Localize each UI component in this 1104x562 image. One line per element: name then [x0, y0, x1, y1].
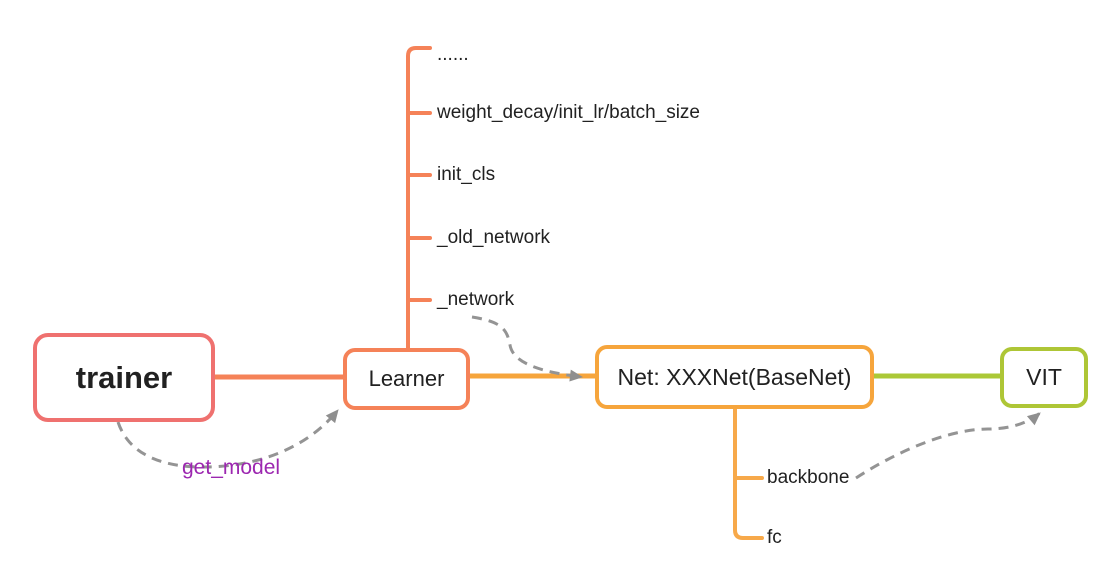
net-child-fc[interactable]: fc	[767, 527, 782, 548]
relation-label-get-model[interactable]: get_model	[182, 456, 281, 479]
learner-children-branch	[406, 46, 432, 350]
learner-child-old-network[interactable]: _old_network	[437, 227, 551, 248]
learner-child-network[interactable]: _network	[437, 289, 515, 310]
node-net[interactable]: Net: XXXNet(BaseNet)	[595, 345, 874, 409]
learner-child-init-cls[interactable]: init_cls	[437, 164, 496, 185]
node-vit[interactable]: VIT	[1000, 347, 1088, 408]
node-trainer[interactable]: trainer	[33, 333, 215, 422]
node-learner[interactable]: Learner	[343, 348, 470, 410]
net-child-backbone[interactable]: backbone	[767, 467, 850, 488]
learner-child-weight-decay[interactable]: weight_decay/init_lr/batch_size	[437, 102, 700, 123]
relation-arrow-network-to-net	[471, 315, 583, 382]
relation-arrow-get-model	[116, 409, 340, 469]
learner-child-ellipsis[interactable]: ......	[437, 44, 469, 65]
relation-arrow-backbone-to-vit	[855, 411, 1041, 480]
net-children-branch	[733, 407, 764, 540]
